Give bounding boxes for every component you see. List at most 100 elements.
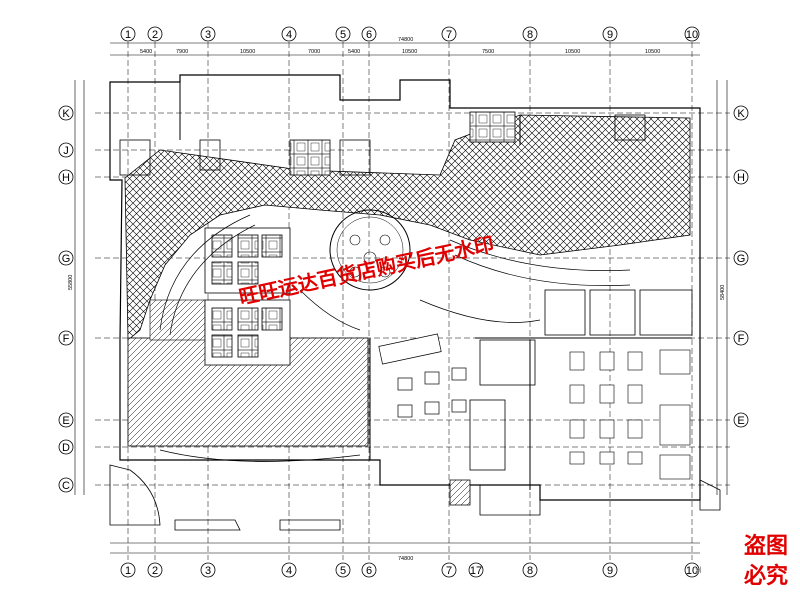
- grid-bubble: H: [733, 169, 749, 185]
- grid-bubble: E: [733, 412, 749, 428]
- dimension-lines: [74, 42, 728, 554]
- grid-bubble: 9: [602, 562, 618, 578]
- grid-bubble: 9: [602, 26, 618, 42]
- dim-span: 5400: [348, 49, 360, 55]
- small-rooms: [119, 111, 693, 471]
- svg-text:4: 4: [286, 565, 292, 577]
- svg-text:E: E: [737, 415, 744, 427]
- svg-text:3: 3: [205, 29, 211, 41]
- dim-span: 10500: [645, 49, 660, 55]
- building-outline: [109, 74, 701, 501]
- svg-text:5: 5: [340, 565, 346, 577]
- svg-text:6: 6: [366, 565, 372, 577]
- grid-bubble: 4: [281, 562, 297, 578]
- grid-bubble: C: [58, 477, 74, 493]
- grid-bubble: D: [58, 439, 74, 455]
- grid-bubble: 17: [468, 562, 484, 578]
- svg-text:J: J: [63, 145, 69, 157]
- svg-text:K: K: [62, 108, 70, 120]
- grid-bubble: 3: [200, 562, 216, 578]
- svg-text:H: H: [62, 172, 70, 184]
- grid-bubble: 7: [441, 562, 457, 578]
- svg-text:8: 8: [527, 565, 533, 577]
- grid-bubbles-bottom: 1 2 3 4 5 6 7 17 8 9 10: [120, 562, 700, 578]
- grid-bubble: 5: [335, 26, 351, 42]
- grid-bubble: K: [58, 105, 74, 121]
- elevator-core: [204, 227, 291, 366]
- svg-text:F: F: [63, 333, 70, 345]
- svg-text:E: E: [62, 415, 69, 427]
- grid-bubble: 10: [684, 26, 700, 42]
- grid-bubble: J: [58, 142, 74, 158]
- copyright-stamp: 盗图 必究: [744, 532, 788, 592]
- hatched-corridor: [149, 299, 206, 341]
- grid-bubble: F: [58, 330, 74, 346]
- tile-floor-areas: [124, 114, 691, 341]
- svg-text:2: 2: [152, 565, 158, 577]
- grid-bubble: 6: [361, 562, 377, 578]
- dim-span: 10500: [565, 49, 580, 55]
- grid-bubble: 5: [335, 562, 351, 578]
- svg-text:G: G: [737, 253, 746, 265]
- dim-span: 5400: [140, 49, 152, 55]
- svg-text:6: 6: [366, 29, 372, 41]
- grid-bubble: 4: [281, 26, 297, 42]
- svg-text:1: 1: [125, 565, 131, 577]
- stamp-line: 盗图: [743, 534, 788, 559]
- seating-area-center: [378, 333, 467, 418]
- svg-text:H: H: [737, 172, 745, 184]
- grid-bubble: 7: [441, 26, 457, 42]
- dim-span: 10500: [240, 49, 255, 55]
- dim-span: 7500: [482, 49, 494, 55]
- dim-top-total: 74800: [398, 37, 413, 43]
- svg-text:K: K: [737, 108, 745, 120]
- grid-bubbles-right: K H G F E: [733, 105, 749, 428]
- circular-display-area: [329, 209, 411, 291]
- grid-bubble: H: [58, 169, 74, 185]
- svg-text:F: F: [738, 333, 745, 345]
- grid-bubble: 6: [361, 26, 377, 42]
- svg-text:10: 10: [686, 565, 698, 577]
- svg-text:10: 10: [686, 29, 698, 41]
- dim-left-total: 55800: [68, 275, 74, 290]
- grid-bubble: 10: [684, 562, 700, 578]
- grid-bubble: 8: [522, 562, 538, 578]
- svg-text:G: G: [62, 253, 71, 265]
- dimension-texts: 74800 74800 5400 7900 10500 7000 5400 10…: [68, 37, 726, 562]
- svg-text:5: 5: [340, 29, 346, 41]
- svg-text:9: 9: [607, 29, 613, 41]
- svg-text:7: 7: [446, 29, 452, 41]
- svg-text:C: C: [62, 480, 70, 492]
- grid-bubble: 1: [120, 26, 136, 42]
- svg-text:3: 3: [205, 565, 211, 577]
- interior-walls: [179, 82, 692, 490]
- grid-bubble: E: [58, 412, 74, 428]
- dim-span: 10500: [402, 49, 417, 55]
- grid-bubble: 1: [120, 562, 136, 578]
- curved-counters: [159, 214, 631, 336]
- grid-bubble: 8: [522, 26, 538, 42]
- grid-bubble: F: [733, 330, 749, 346]
- grid-bubble: K: [733, 105, 749, 121]
- seating-area-east: [569, 349, 691, 480]
- grid-bubble: 2: [147, 562, 163, 578]
- svg-text:1: 1: [125, 29, 131, 41]
- dim-span: 7900: [176, 49, 188, 55]
- stamp-line: 必究: [743, 564, 788, 589]
- dim-span: 7000: [308, 49, 320, 55]
- svg-text:4: 4: [286, 29, 292, 41]
- svg-text:7: 7: [446, 565, 452, 577]
- grid-bubble: 2: [147, 26, 163, 42]
- svg-text:2: 2: [152, 29, 158, 41]
- svg-text:9: 9: [607, 565, 613, 577]
- svg-text:17: 17: [470, 565, 482, 577]
- corner-logo-mark: zl: [695, 565, 702, 575]
- grid-bubbles-left: K J H G F E D C: [58, 105, 74, 493]
- grid-bubble: G: [58, 250, 74, 266]
- grid-bubble: 3: [200, 26, 216, 42]
- grid-bubbles-top: 1 2 3 4 5 6 7 8 9 10: [120, 26, 700, 42]
- entrance-features: [109, 449, 721, 531]
- svg-text:D: D: [62, 442, 70, 454]
- svg-text:8: 8: [527, 29, 533, 41]
